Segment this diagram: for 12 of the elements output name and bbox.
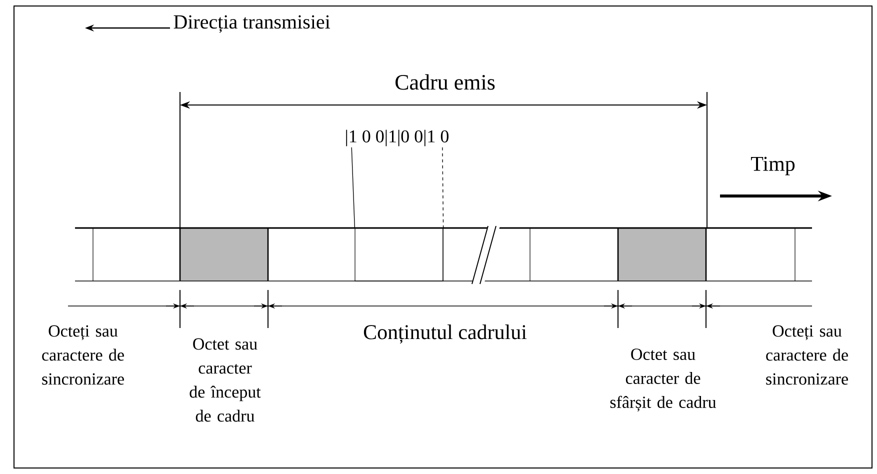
text-label: Octeți sau caractere de sincronizare [42, 325, 124, 385]
text-label: Octet sau caracter de început de cadru [190, 338, 261, 422]
frame-cell [354, 228, 444, 282]
text-label: Octeți sau caractere de sincronizare [766, 325, 848, 385]
text-label: Timp [751, 156, 795, 176]
bit-sequence: |1 0 0|1|0 0|1 0 [346, 130, 448, 146]
leader-line [351, 147, 356, 228]
text-label: Octet sau caracter de sfârșit de cadru [610, 348, 716, 412]
text-label: Conținutul cadrului [364, 324, 527, 344]
text-label: Direcția transmisiei [174, 15, 330, 33]
leader-line [442, 147, 444, 228]
text-label: Cadru emis [396, 74, 495, 90]
